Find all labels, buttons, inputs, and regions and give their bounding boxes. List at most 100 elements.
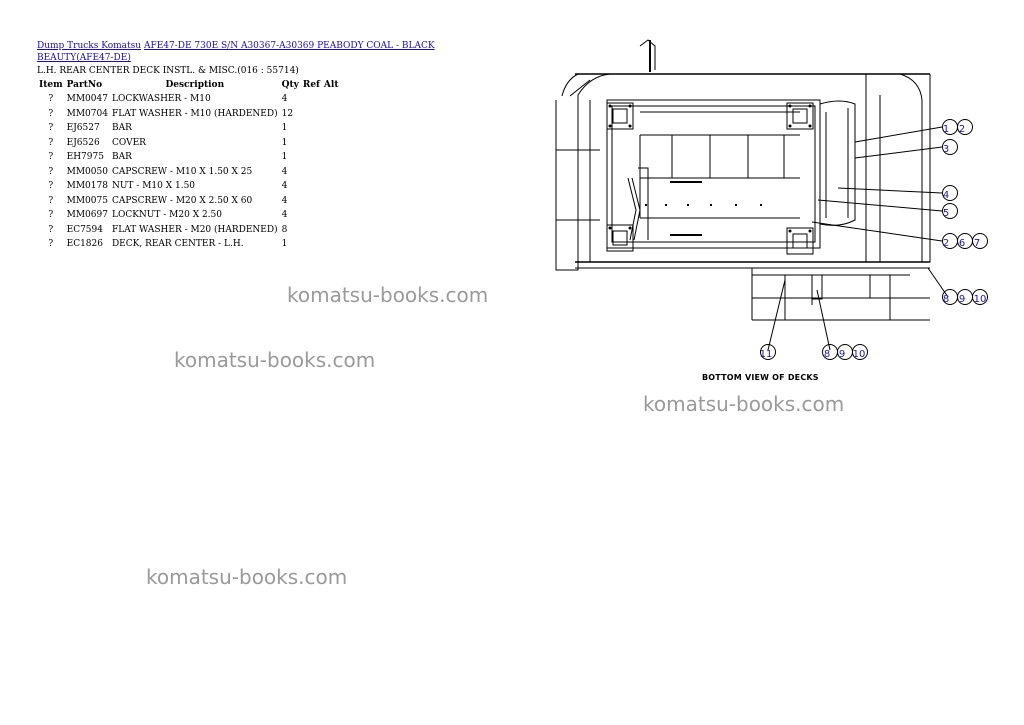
row-alt [322,136,341,151]
callout-8b[interactable]: 8 [824,349,830,360]
row-alt [322,194,341,209]
callout-10[interactable]: 10 [974,294,987,305]
callout-6[interactable]: 6 [959,238,965,249]
row-partno: MM0075 [66,195,108,206]
page-title: L.H. REAR CENTER DECK INSTL. & MISC.(016… [37,66,299,76]
callout-8[interactable]: 8 [943,294,949,305]
table-row: ? EC7594 FLAT WASHER - M20 (HARDENED)8 [37,223,340,238]
row-item: ? [48,137,54,148]
row-partno: EH7975 [66,152,104,162]
header-ref: Ref [302,80,320,90]
row-qty: 4 [281,181,288,191]
row-qty: 4 [281,166,288,177]
row-ref [301,208,322,223]
row-qty: 4 [281,195,288,206]
row-partno: MM0697 [66,210,108,220]
callout-2b[interactable]: 2 [943,238,949,249]
row-partno: EJ6526 [66,137,100,148]
row-alt [322,92,341,107]
row-alt [322,107,341,122]
table-header-row: Item PartNo Description Qty Ref Alt [37,79,340,92]
callout-4[interactable]: 4 [943,190,949,201]
watermark-text: komatsu-books.com [174,348,376,372]
row-qty: 4 [281,210,288,220]
row-partno: MM0047 [66,94,108,104]
row-description: NUT - M10 X 1.50 [111,181,196,191]
row-alt [322,150,341,165]
row-description: LOCKNUT - M20 X 2.50 [111,210,222,220]
callout-9b[interactable]: 9 [839,349,845,360]
row-ref [301,136,322,151]
callout-7[interactable]: 7 [974,238,980,249]
row-qty: 1 [281,123,288,133]
header-partno: PartNo [66,80,103,90]
watermark-text: komatsu-books.com [287,283,489,307]
header-qty: Qty [281,80,299,90]
row-item: ? [48,239,54,249]
row-ref [301,223,322,238]
watermark-text: komatsu-books.com [643,392,845,416]
row-ref [301,179,322,194]
row-partno: MM0704 [66,108,108,119]
callout-2[interactable]: 2 [959,124,965,135]
row-alt [322,208,341,223]
breadcrumb-link-category[interactable]: Dump Trucks Komatsu [37,41,142,51]
row-qty: 1 [281,239,288,249]
row-ref [301,165,322,180]
row-description: FLAT WASHER - M10 (HARDENED) [111,108,278,119]
table-row: ? EH7975 BAR 1 [37,150,340,165]
row-item: ? [48,166,54,177]
row-description: LOCKWASHER - M10 [111,94,211,104]
row-alt [322,223,341,238]
row-description: BAR [111,123,132,133]
row-item: ? [48,210,54,220]
row-ref [301,121,322,136]
watermark-text: komatsu-books.com [146,565,348,589]
row-qty: 4 [281,94,288,104]
bottom-view-deck-diagram: 1 2 3 4 5 2 6 7 8 9 10 11 8 9 10 [555,39,988,360]
row-description: FLAT WASHER - M20 (HARDENED) [111,224,278,235]
row-description: CAPSCREW - M10 X 1.50 X 25 [111,166,253,177]
row-alt [322,237,341,252]
row-qty: 1 [281,137,288,148]
table-row: ? EC1826 DECK, REAR CENTER - L.H. 1 [37,237,340,252]
row-partno: MM0178 [66,181,108,191]
row-qty: 8 [281,224,288,235]
row-description: BAR [111,152,132,162]
row-ref [301,237,322,252]
callout-3[interactable]: 3 [943,144,949,155]
parts-table: Item PartNo Description Qty Ref Alt ?MM0… [37,79,340,252]
row-qty: 1 [281,152,288,162]
row-item: ? [48,195,54,206]
callout-11[interactable]: 11 [760,349,773,360]
row-partno: EC1826 [66,239,103,249]
row-description: CAPSCREW - M20 X 2.50 X 60 [111,195,253,206]
row-partno: MM0050 [66,166,108,177]
breadcrumb-link-model[interactable]: AFE47-DE 730E S/N A30367-A30369 PEABODY … [37,41,435,63]
row-ref [301,107,322,122]
row-ref [301,150,322,165]
diagram-caption: BOTTOM VIEW OF DECKS [702,373,819,382]
row-item: ? [48,224,54,235]
row-item: ? [48,152,54,162]
row-alt [322,165,341,180]
callout-5[interactable]: 5 [943,208,949,219]
row-item: ? [48,94,54,104]
callout-9[interactable]: 9 [959,294,965,305]
callout-1[interactable]: 1 [943,124,949,135]
row-description: DECK, REAR CENTER - L.H. [111,239,244,249]
row-ref [301,194,322,209]
callout-10b[interactable]: 10 [853,349,866,360]
table-row: ? EJ6526 COVER 1 [37,136,340,151]
row-item: ? [48,181,54,191]
row-partno: EJ6527 [66,123,100,133]
row-description: COVER [111,137,146,148]
row-partno: EC7594 [66,224,103,235]
